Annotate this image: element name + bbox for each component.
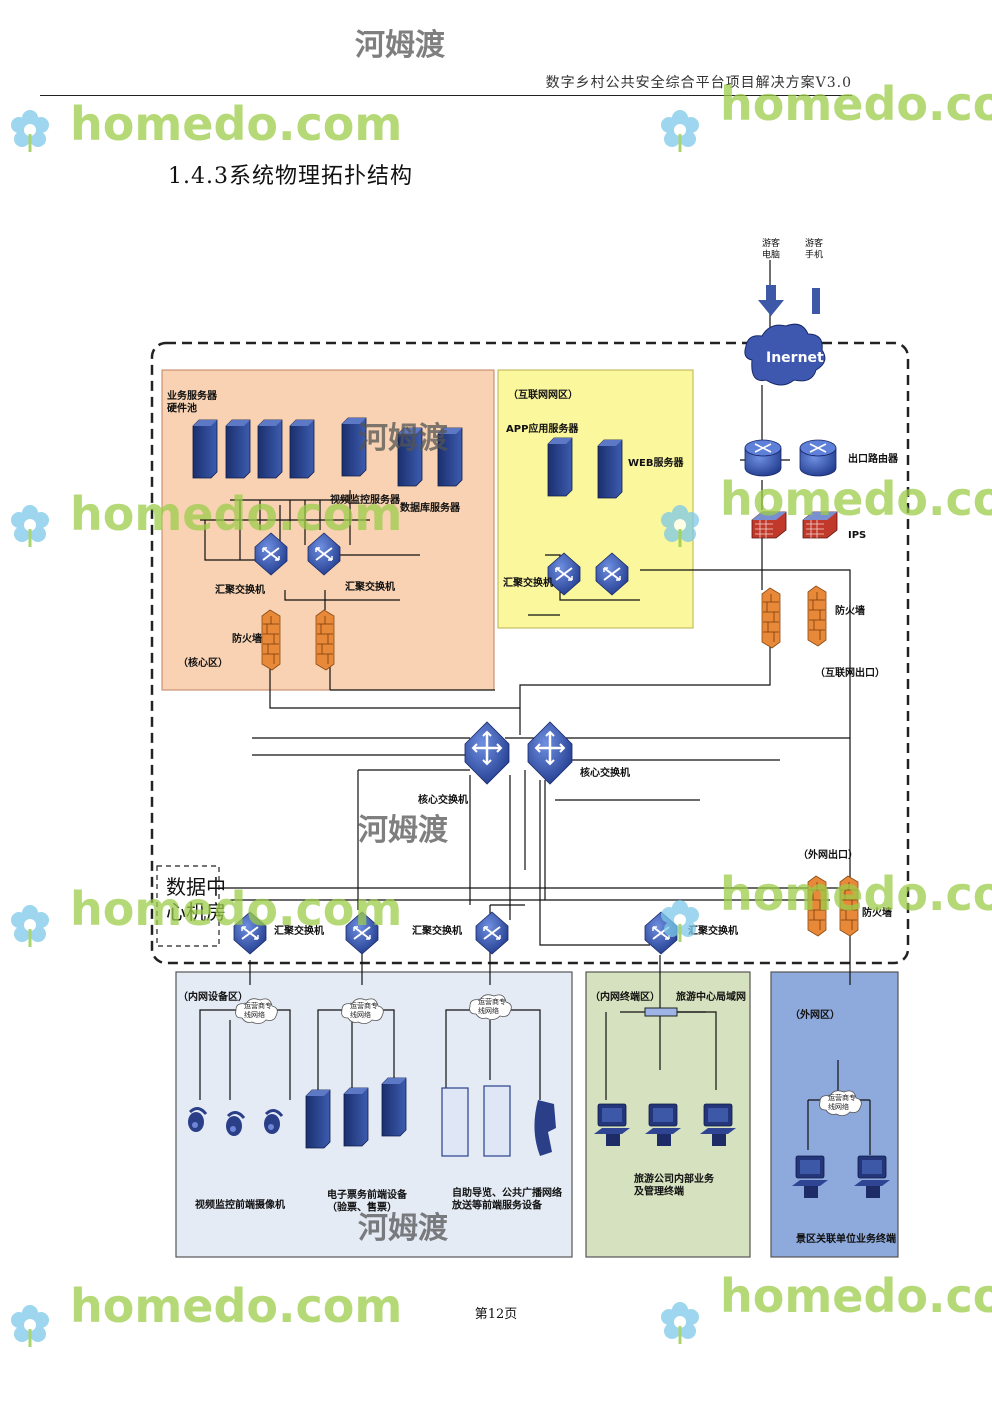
kiosk-icon (441, 1087, 469, 1157)
watermark-brand: homedo.com (70, 487, 402, 541)
switch-icon (475, 911, 509, 955)
watermark-cn: 河姆渡 (358, 1211, 449, 1246)
lan-hub-icon (644, 1007, 678, 1017)
exit-router-icon (799, 439, 837, 477)
watermark-brand: homedo.com (70, 1279, 402, 1333)
watermark-logo-icon (9, 108, 51, 154)
internet-zone-label: （互联网网区） (508, 388, 578, 401)
watermark-brand: homedo.com (70, 97, 402, 151)
cloud-3-label: 运营商专线网络 (478, 997, 506, 1015)
datacenter-boundary (150, 341, 910, 965)
firewall-icon (761, 587, 781, 649)
tourist-phone-label: 游客手机 (805, 237, 823, 260)
page-number: 第12页 (474, 1307, 518, 1322)
extranet-zone-label: （外网区） (790, 1008, 840, 1021)
watermark-logo-icon (9, 903, 51, 949)
intranet-device-zone-label: （内网设备区） (178, 990, 248, 1003)
document-header: 数字乡村公共安全综合平台项目解决方案V3.0 (545, 75, 852, 91)
tourist-pc-label: 游客电脑 (762, 237, 780, 260)
internet-exit-label: （互联网出口） (815, 666, 885, 679)
watermark-cn: 河姆渡 (355, 28, 446, 63)
internet-zone-area (497, 369, 694, 629)
watermark-brand: homedo.com (720, 1269, 992, 1323)
internet-firewall-label: 防火墙 (835, 604, 865, 617)
phone-icon (812, 288, 820, 314)
core-switch-right-label: 核心交换机 (580, 766, 630, 779)
extranet-firewall-label: 防火墙 (862, 906, 892, 919)
internet-cloud-label: Inernet (766, 350, 824, 366)
phone-icon (534, 1100, 556, 1156)
header-divider (40, 95, 852, 96)
server-icon (597, 439, 623, 499)
watermark-brand: homedo.com (720, 472, 992, 526)
kiosk-icon (483, 1085, 511, 1157)
cloud-1-label: 运营商专线网络 (244, 1001, 272, 1019)
watermark-brand: homedo.com (720, 77, 992, 131)
watermark-logo-icon (659, 108, 701, 154)
section-title: 1.4.3系统物理拓扑结构 (168, 164, 413, 189)
datacenter-room-box (156, 865, 220, 947)
ticket-machine-icon (381, 1077, 407, 1137)
core-switch-icon (526, 720, 574, 786)
firewall-icon (807, 585, 827, 647)
app-server-label: APP应用服务器 (506, 422, 579, 435)
server-icon (225, 419, 251, 479)
exit-router-label: 出口路由器 (848, 452, 899, 465)
firewall-icon (261, 609, 281, 671)
core-switch-left-label: 核心交换机 (418, 793, 468, 806)
internet-agg-switch-label: 汇聚交换机 (503, 576, 553, 589)
pc-arrow-icon (758, 285, 784, 316)
agg-switch-b-label: 汇聚交换机 (412, 924, 462, 937)
exit-router-icon (744, 439, 782, 477)
watermark-cn: 河姆渡 (358, 813, 449, 848)
cloud-2-label: 运营商专线网络 (350, 1001, 378, 1019)
ticket-machine-icon (343, 1087, 369, 1147)
extranet-cloud-label: 运营商专线网络 (828, 1093, 856, 1111)
extranet-terminals-label: 景区关联单位业务终端 (796, 1232, 896, 1245)
intranet-terminal-zone-label: （内网终端区） (590, 990, 660, 1003)
watermark-layer: homedo.com 河姆渡 homedo.com homedo.com 河姆渡… (9, 28, 992, 1349)
db-server-label: 数据库服务器 (400, 501, 461, 514)
agg-switch-c-label: 汇聚交换机 (688, 924, 738, 937)
lan-label: 旅游中心局域网 (676, 990, 746, 1003)
core-firewall-label: 防火墙 (232, 632, 262, 645)
ticket-machine-icon (305, 1089, 331, 1149)
agg-switch-a-label: 汇聚交换机 (274, 924, 324, 937)
server-icon (289, 419, 315, 479)
watermark-brand: homedo.com (720, 867, 992, 921)
core-zone-label: （核心区） (178, 656, 228, 669)
watermark-brand: homedo.com (70, 882, 402, 936)
server-icon (547, 437, 573, 497)
server-icon (192, 419, 218, 479)
watermark-cn: 河姆渡 (358, 421, 449, 456)
video-server-label: 视频监控服务器 (330, 493, 401, 506)
internet-cloud-icon (744, 323, 826, 386)
intranet-terminals-label: 旅游公司内部业务及管理终端 (634, 1172, 715, 1198)
watermark-logo-icon (9, 503, 51, 549)
ticketing-label: 电子票务前端设备（验票、售票） (327, 1188, 408, 1214)
cameras-label: 视频监控前端摄像机 (195, 1198, 285, 1211)
core-switch-icon (463, 720, 511, 786)
core-agg-switch-2-label: 汇聚交换机 (345, 580, 395, 593)
firewall-icon (315, 609, 335, 671)
broadcast-label: 自助导览、公共广播网络放送等前端服务设备 (451, 1186, 562, 1212)
server-pool-label: 业务服务器硬件池 (167, 389, 218, 415)
web-server-label: WEB服务器 (628, 456, 684, 469)
datacenter-room-label: 数据中心机房 (166, 875, 226, 924)
server-icon (257, 419, 283, 479)
core-agg-switch-1-label: 汇聚交换机 (215, 583, 265, 596)
ips-label: IPS (848, 530, 866, 541)
extranet-exit-label: （外网出口） (798, 848, 858, 861)
